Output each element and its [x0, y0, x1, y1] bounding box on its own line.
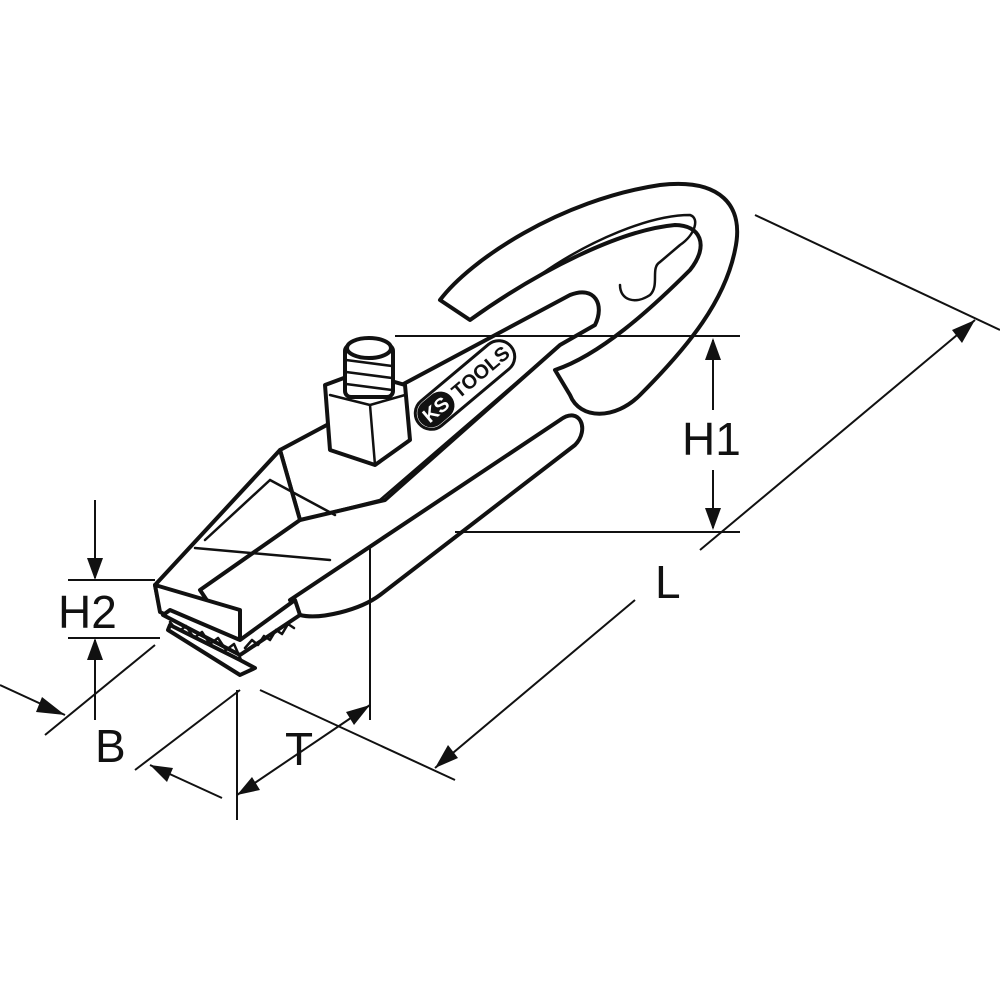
shackle-loop — [438, 181, 740, 416]
jaw-step — [193, 478, 337, 562]
dimension-label-h2: H2 — [58, 586, 117, 638]
bolt-tip — [345, 336, 393, 360]
shackle-slot — [538, 213, 697, 302]
dimension-label-t: T — [285, 723, 313, 775]
jaw-bottom — [166, 623, 257, 677]
dimension-lines — [0, 214, 1000, 820]
body-rail — [288, 413, 585, 619]
dimension-label-h1: H1 — [682, 413, 741, 465]
dimension-label-b: B — [95, 720, 126, 772]
dimension-label-l: L — [655, 556, 681, 608]
bolt-threads — [344, 358, 394, 392]
arm-edge — [298, 343, 562, 522]
nut-faces — [328, 393, 407, 467]
